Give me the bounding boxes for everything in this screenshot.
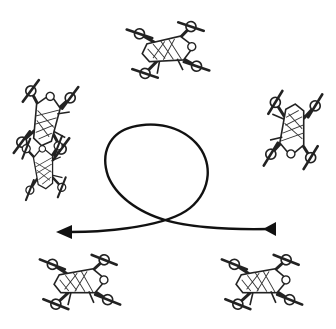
drone-bottom-right (222, 253, 302, 311)
drone-bottom-left (40, 253, 120, 311)
drone-upper-right (264, 90, 322, 170)
drone-top (127, 19, 209, 81)
drone-lower-left-vertical (21, 136, 68, 200)
flight-path-loop (70, 125, 268, 232)
path-start-marker (263, 222, 276, 236)
path-end-arrowhead (56, 225, 72, 239)
